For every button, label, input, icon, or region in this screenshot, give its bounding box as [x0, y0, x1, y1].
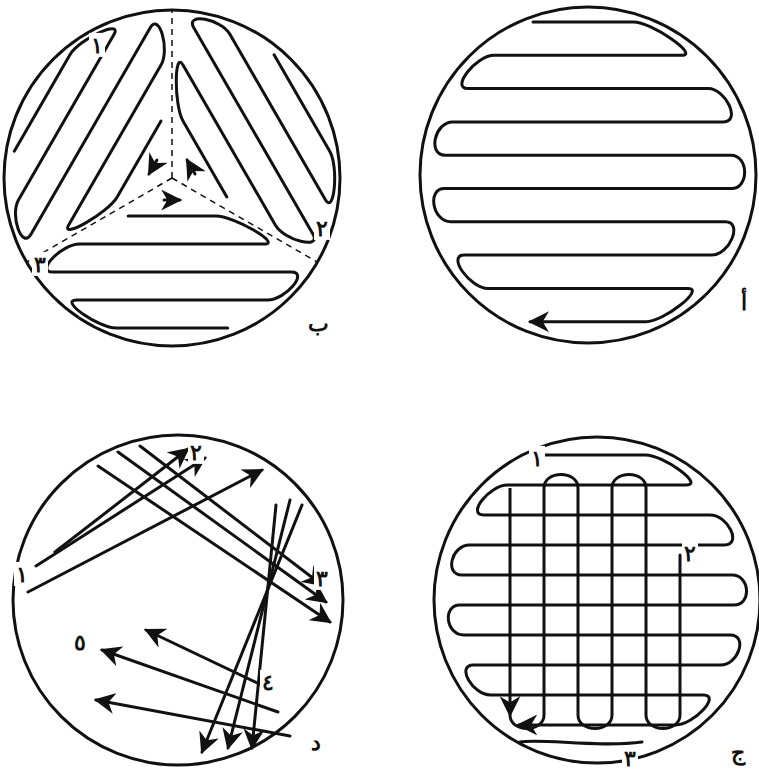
petri-dish: [4, 10, 340, 346]
streak-line: [434, 22, 745, 322]
plate-letter: د: [309, 730, 323, 754]
streak-line: [448, 455, 746, 725]
step-number: ٣: [314, 566, 330, 590]
streak-line: [55, 449, 188, 552]
step-number: ١: [89, 33, 105, 57]
petri-dish: [420, 7, 756, 343]
step-number: ٤: [260, 670, 276, 694]
streak-line: [36, 458, 205, 566]
step-number: ٢: [188, 440, 204, 464]
plate-letter: ج: [729, 740, 747, 764]
start-arrow: [187, 160, 195, 174]
sector-streak: [128, 0, 364, 275]
step-number: ٢: [314, 216, 330, 240]
step-number: ٥: [72, 630, 88, 654]
streak-line: [140, 446, 322, 585]
streak-line: [510, 475, 680, 729]
streak-line: [98, 466, 330, 622]
petri-dish: [434, 437, 759, 763]
streak-line: [142, 0, 364, 267]
streak-line: [0, 0, 202, 268]
step-number: ٣: [32, 252, 48, 276]
sector-line: [27, 178, 172, 262]
sector-line: [171, 10, 173, 178]
step-number: ١: [529, 446, 545, 470]
plate-letter: أ: [739, 290, 749, 314]
sector-streak: [47, 200, 298, 328]
streak-line: [47, 216, 298, 328]
plate-letter: ب: [306, 311, 331, 335]
step-number: ٢: [682, 541, 698, 565]
start-arrow: [149, 160, 157, 174]
petri-dish: [13, 435, 343, 765]
streak-line: [202, 505, 302, 752]
step-number: ٣: [622, 746, 638, 770]
sector-line: [172, 178, 317, 262]
streak-line: [146, 630, 272, 690]
streak-line: [520, 741, 642, 744]
streak-line: [118, 452, 326, 602]
sector-streak: [0, 0, 216, 276]
start-arrow: [164, 199, 180, 202]
streak-line: [228, 500, 290, 748]
step-number: ١: [14, 562, 30, 586]
